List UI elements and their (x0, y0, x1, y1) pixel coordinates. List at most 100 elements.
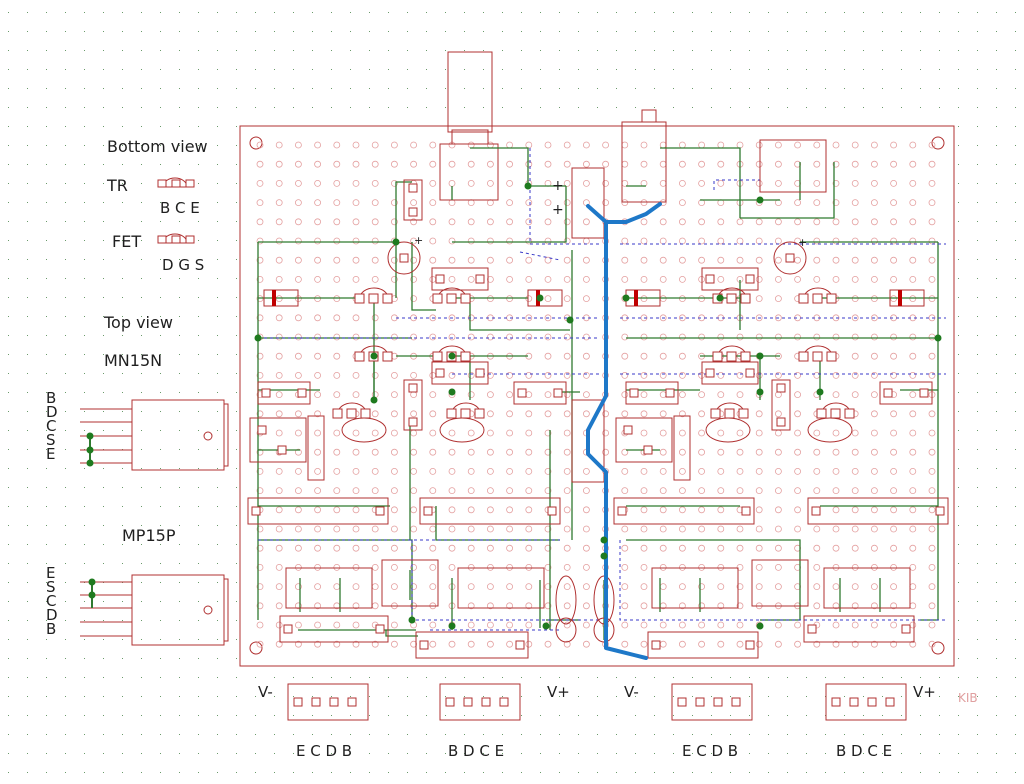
pad (798, 293, 809, 304)
pad (811, 506, 821, 516)
pad (408, 183, 418, 193)
junction-node (408, 616, 416, 624)
mp15p-pin-b: B (46, 620, 56, 638)
connector-3-pins: E C D B (682, 742, 738, 760)
junction-node (88, 578, 96, 586)
connector-2-pins: B D C E (448, 742, 504, 760)
pad (812, 351, 823, 362)
junction-node (756, 352, 764, 360)
trimmer (249, 417, 307, 463)
junction-node (816, 388, 824, 396)
wire (385, 630, 418, 637)
perfboard-holes (256, 141, 936, 648)
junction-node (524, 182, 532, 190)
cap-plus-label: + (552, 178, 564, 194)
junction-node (600, 552, 608, 560)
trimmer (381, 559, 439, 607)
pad (617, 506, 627, 516)
junction-node (88, 591, 96, 599)
mount-hole (931, 641, 945, 655)
pad (332, 408, 343, 419)
pad (435, 368, 445, 378)
junction-node (448, 352, 456, 360)
pad (785, 253, 795, 263)
fet-package-icon (157, 233, 195, 244)
trimmer-body (307, 415, 325, 481)
resistor (771, 379, 791, 431)
transistor-outline (439, 417, 485, 443)
wire (452, 186, 567, 243)
transistor-outline (807, 417, 853, 443)
pad (261, 388, 271, 398)
diode-band (272, 290, 276, 306)
pad (360, 408, 371, 419)
pad (460, 408, 471, 419)
pad (710, 408, 721, 419)
pad (432, 351, 443, 362)
connector-1: V- E C D B (258, 683, 369, 760)
pad (651, 640, 661, 650)
wire (258, 181, 412, 243)
trimmer-body (673, 415, 691, 481)
wire (660, 147, 741, 218)
tr-label: TR (106, 176, 128, 195)
connector-4-side-label: V+ (913, 683, 936, 701)
pad (354, 293, 365, 304)
jumper-wire (619, 540, 946, 621)
jack-socket (641, 109, 657, 123)
pad (408, 383, 418, 393)
mn15n-pin-d: D (46, 403, 58, 421)
pad (844, 408, 855, 419)
connector-3: V- E C D B (624, 683, 753, 760)
diode (889, 289, 925, 307)
pad (623, 425, 633, 435)
mn15n-pin-e: E (46, 445, 55, 463)
pad (277, 445, 287, 455)
diode-outline (555, 575, 577, 625)
pad (812, 293, 823, 304)
board-outline (239, 125, 955, 667)
ic-socket (571, 399, 605, 483)
pad (740, 293, 751, 304)
pad (745, 640, 755, 650)
mn15n-pin-c: C (46, 417, 56, 435)
mount-hole (931, 136, 945, 150)
junction-node (566, 316, 574, 324)
output-transistor (285, 567, 373, 609)
junction-node (622, 294, 630, 302)
junction-nodes (254, 182, 942, 630)
mount-hole (249, 136, 263, 150)
resistor (701, 361, 759, 385)
perfboard-holes (256, 141, 936, 648)
diode (527, 289, 563, 307)
jack-socket (621, 121, 667, 203)
pad (798, 351, 809, 362)
ic-socket (571, 167, 605, 239)
pad (726, 293, 737, 304)
junction-node (756, 196, 764, 204)
junction-node (86, 459, 94, 467)
cap-plus-label: + (414, 234, 423, 247)
mp15p-label: MP15P (122, 526, 176, 545)
junction-node (448, 388, 456, 396)
connector-1-pins: E C D B (296, 742, 352, 760)
junction-node (934, 334, 942, 342)
wire-traces (257, 147, 939, 640)
jack-socket (439, 143, 499, 201)
junction-node (756, 388, 764, 396)
junction-node (254, 334, 262, 342)
pad (382, 293, 393, 304)
ic-socket (759, 139, 827, 193)
trimmer (751, 559, 809, 607)
pad (408, 417, 418, 427)
pad (460, 293, 471, 304)
pad (776, 417, 786, 427)
pad (629, 388, 639, 398)
resistor (247, 497, 389, 525)
pad (460, 351, 471, 362)
pad (830, 408, 841, 419)
pad (474, 408, 485, 419)
